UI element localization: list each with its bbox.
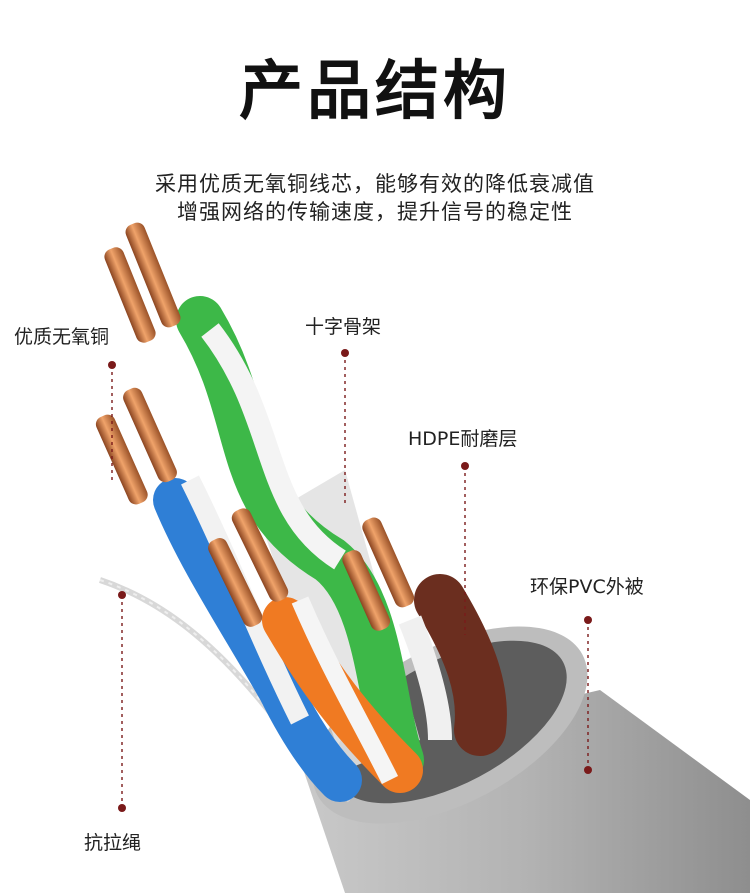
label-cross-separator: 十字骨架 (305, 316, 382, 338)
label-hdpe-layer: HDPE耐磨层 (408, 428, 518, 450)
green-pair (104, 222, 424, 784)
label-copper: 优质无氧铜 (14, 326, 110, 348)
page-title: 产品结构 (239, 55, 511, 129)
orange-pair (208, 508, 423, 793)
leader-lines (108, 349, 592, 812)
brown-pair (342, 517, 507, 756)
description-line-2: 增强网络的传输速度，提升信号的稳定性 (177, 200, 573, 224)
label-pvc-jacket: 环保PVC外被 (530, 576, 644, 598)
label-rip-cord: 抗拉绳 (84, 832, 142, 854)
description-line-1: 采用优质无氧铜线芯，能够有效的降低衰减值 (155, 172, 595, 196)
